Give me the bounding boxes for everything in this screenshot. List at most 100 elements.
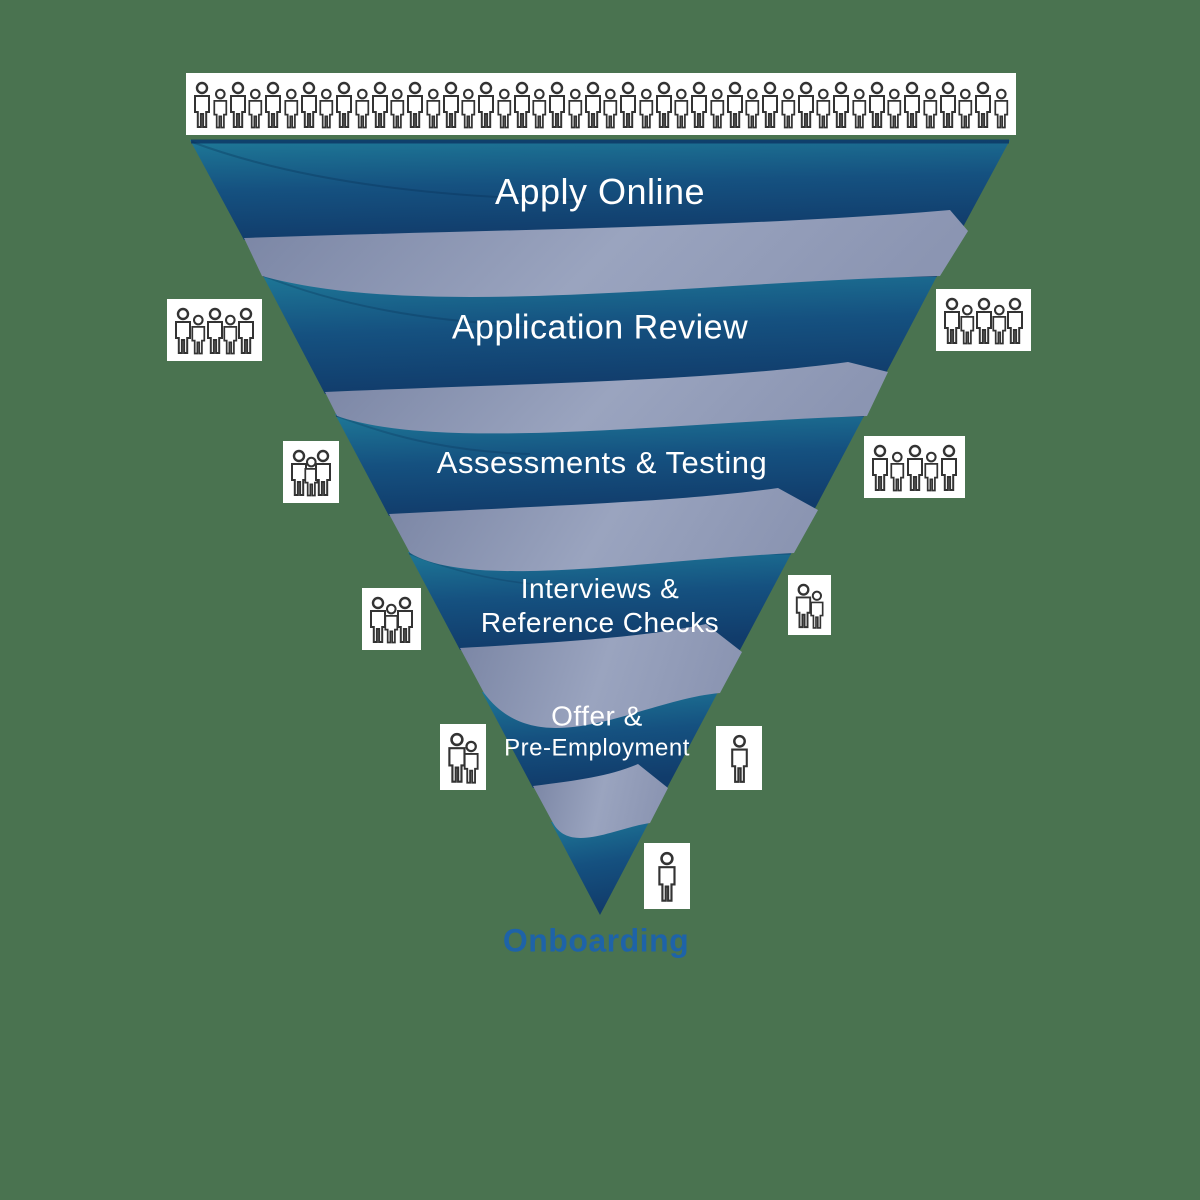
person-icon [319,88,334,129]
person-icon [314,449,331,496]
people-box-interviews-right [788,575,831,635]
label-offer-preemployment: Offer & Pre-Employment [504,699,690,762]
label-interviews-line1: Interviews & [520,572,680,604]
person-icon [890,451,905,492]
label-application-review: Application Review [451,308,749,347]
label-apply-online: Apply Online [494,171,706,213]
people-box-application-review-left [167,299,262,361]
person-icon [549,81,566,128]
person-icon [852,88,867,129]
person-icon [710,88,725,129]
ribbon-2 [325,362,888,434]
person-icon [336,81,353,128]
person-icon [906,444,923,491]
tier3-fold-line [336,415,531,455]
tier1-fold-line [191,141,586,201]
ribbon-3 [389,488,818,572]
people-box-assessments-left [283,441,339,503]
people-box-assessments-right [864,436,965,498]
label-assessments-testing: Assessments & Testing [436,445,768,481]
applicants-top-row [186,73,1016,135]
tier-apply-online [190,140,1010,240]
person-icon [371,81,388,128]
tier2-fold-line [263,275,526,326]
person-icon [924,451,939,492]
person-icon [762,81,779,128]
person-icon [300,81,317,128]
person-icon [691,81,708,128]
person-icon [960,304,975,345]
person-icon [781,88,796,129]
label-offer-line1: Offer & [551,700,643,732]
label-offer-line2: Pre-Employment [504,734,690,762]
person-icon [1006,297,1023,344]
person-icon [944,297,961,344]
person-icon [994,88,1009,129]
person-icon [620,81,637,128]
person-icon [868,81,885,128]
label-interviews-checks: Interviews & Reference Checks [481,572,719,640]
person-icon [304,456,318,497]
person-icon [265,81,282,128]
tier-interviews-checks [408,552,792,650]
person-icon [939,81,956,128]
person-icon [975,297,992,344]
person-icon [745,88,760,129]
people-box-onboarding-right [644,843,690,909]
person-icon [407,81,424,128]
people-box-application-review-right [936,289,1031,351]
person-icon [229,81,246,128]
person-icon [904,81,921,128]
person-icon [248,88,263,129]
person-icon [442,81,459,128]
person-icon [513,81,530,128]
person-icon [213,88,228,129]
person-icon [384,603,399,644]
person-icon [478,81,495,128]
person-icon [532,88,547,129]
person-icon [975,81,992,128]
label-onboarding: Onboarding [502,922,690,959]
ribbon-5 [533,764,668,838]
tier-assessments-testing [335,414,865,516]
person-icon [461,88,476,129]
person-icon [497,88,512,129]
person-icon [730,734,748,783]
person-icon [568,88,583,129]
ribbon-1 [244,210,968,297]
person-icon [816,88,831,129]
person-icon [674,88,689,129]
tier-application-review [262,274,938,394]
person-icon [284,88,299,129]
ribbon-4 [460,624,742,728]
person-icon [175,307,192,354]
person-icon [463,740,479,784]
person-icon [797,81,814,128]
person-icon [237,307,254,354]
person-icon [940,444,957,491]
person-icon [223,314,238,355]
person-icon [584,81,601,128]
label-interviews-line2: Reference Checks [480,607,720,638]
person-icon [992,304,1007,345]
tier-onboarding-tip [551,822,649,915]
person-icon [603,88,618,129]
person-icon [887,88,902,129]
person-icon [872,444,889,491]
person-icon [396,596,413,643]
person-icon [655,81,672,128]
person-icon [206,307,223,354]
person-icon [426,88,441,129]
person-icon [923,88,938,129]
person-icon [191,314,206,355]
person-icon [390,88,405,129]
person-icon [355,88,370,129]
person-icon [958,88,973,129]
person-icon [726,81,743,128]
person-icon [639,88,654,129]
person-icon [810,590,824,629]
person-icon [448,732,466,783]
people-box-offer-right [716,726,762,790]
